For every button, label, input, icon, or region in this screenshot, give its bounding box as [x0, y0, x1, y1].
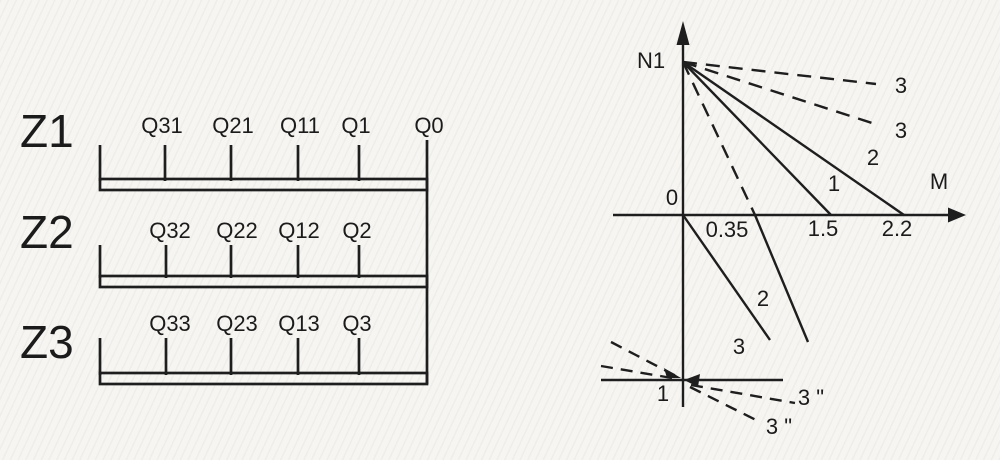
reverse-dashed-lower-right-2 [689, 385, 757, 422]
x-axis-arrow-icon [948, 207, 966, 223]
junction-arrow-right-icon [684, 374, 700, 387]
curve-label-1: 1 [828, 171, 840, 196]
winding-diagram: Z1 Q31 Q21 Q11 Q1 Q0 Z2 Q32 Q22 Q12 [20, 105, 444, 386]
tap-label: Q32 [149, 218, 191, 243]
reverse-dashed-lower-right-1 [690, 383, 796, 405]
x-axis-label: M [930, 169, 948, 194]
tap-label: Q33 [149, 311, 191, 336]
winding-bar [98, 274, 429, 289]
curve-label-2-below: 2 [757, 286, 769, 311]
tap-label: Q2 [342, 218, 371, 243]
tap-label: Q31 [141, 113, 183, 138]
winding-bar [98, 177, 429, 192]
curve-from-origin-below-axis [682, 214, 771, 341]
reverse-dashed-upper-left-2 [600, 364, 673, 380]
tap-label: Q23 [216, 311, 258, 336]
x-tick-label: 1.5 [808, 216, 839, 241]
x-tick-label: 0.35 [706, 217, 749, 242]
reverse-line-label-1: 1 [657, 381, 669, 406]
tap-label: Q21 [212, 113, 254, 138]
curve-1-solid [682, 61, 832, 216]
curve-label-3-top: 3 [895, 73, 907, 98]
tap-label: Q11 [280, 113, 320, 138]
curve-steep-dashed-upper [681, 61, 757, 216]
curve-3-dashed-top [682, 60, 877, 86]
tap-label: Q12 [278, 218, 320, 243]
tap-label: Q1 [341, 113, 370, 138]
curve-label-3-doubleprime-upper: 3 " [798, 385, 824, 410]
curve-label-2: 2 [867, 145, 879, 170]
curve-3-dashed-mid [682, 60, 873, 125]
winding-row-z1: Z1 Q31 Q21 Q11 Q1 Q0 [20, 105, 444, 192]
tap-label: Q0 [414, 113, 443, 138]
winding-row-z2: Z2 Q32 Q22 Q12 Q2 [20, 206, 429, 289]
origin-label: 0 [666, 185, 678, 210]
curve-label-3-doubleprime-lower: 3 " [766, 414, 792, 439]
winding-row-label: Z2 [20, 206, 74, 258]
curve-2-solid [682, 61, 905, 216]
y-axis-arrow-icon [676, 21, 690, 45]
winding-row-label: Z3 [20, 316, 74, 368]
tap-label: Q22 [216, 218, 258, 243]
winding-bar [98, 371, 429, 386]
tap-label: Q13 [278, 311, 320, 336]
winding-row-z3: Z3 Q33 Q23 Q13 Q3 [20, 311, 429, 386]
characteristic-graph: N1 M 0 0.35 1.5 2.2 3 3 2 1 2 3 1 3 " 3 … [600, 21, 966, 439]
curve-label-3-mid: 3 [895, 118, 907, 143]
junction-arrow-left-icon [664, 368, 681, 378]
curve-steep-solid-below-axis [753, 214, 810, 343]
winding-row-label: Z1 [20, 105, 74, 157]
tap-label: Q3 [342, 311, 371, 336]
x-tick-label: 2.2 [882, 216, 913, 241]
y-axis-label: N1 [637, 48, 665, 73]
curve-label-3-below: 3 [733, 334, 745, 359]
